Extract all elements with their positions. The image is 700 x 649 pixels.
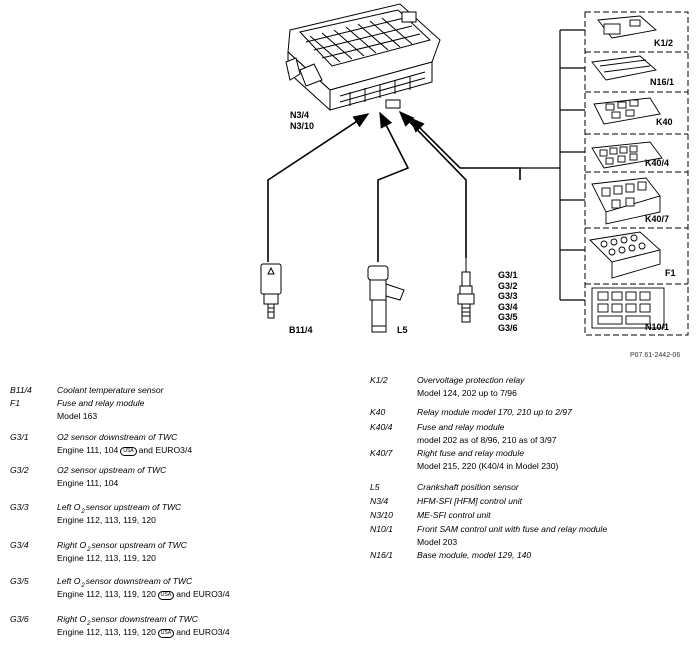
legend-code: N16/1	[370, 550, 393, 560]
legend-title: O2 sensor upstream of TWC	[57, 465, 167, 475]
legend-code: G3/4	[10, 540, 29, 550]
figure-reference: P07.61-2442-06	[630, 352, 681, 359]
legend-code: N10/1	[370, 524, 393, 534]
label-n16-1: N16/1	[650, 77, 675, 87]
legend-title: Coolant temperature sensor	[57, 385, 164, 395]
legend-title: Relay module model 170, 210 up to 2/97	[417, 407, 572, 417]
legend-code: B11/4	[10, 385, 32, 395]
legend-title: O2 sensor downstream of TWC	[57, 432, 178, 442]
ecu-module-drawing	[285, 3, 441, 112]
legend-sub: Model 215, 220 (K40/4 in Model 230)	[417, 461, 559, 471]
legend-code: G3/1	[10, 432, 29, 442]
legend-code: K1/2	[370, 375, 388, 385]
k40-module-drawing	[593, 97, 661, 125]
label-k1-2: K1/2	[654, 38, 674, 48]
legend-title: Base module, model 129, 140	[417, 550, 532, 560]
label-k40-7: K40/7	[645, 214, 670, 224]
legend-code: N3/4	[370, 496, 389, 506]
legend-title: Front SAM control unit with fuse and rel…	[417, 524, 608, 534]
legend-title: Left O2sensor downstream of TWC	[57, 576, 193, 589]
legend-sub: Engine 111, 104	[57, 478, 119, 488]
n16-1-module-drawing	[591, 55, 657, 81]
legend-sub: Model 163	[57, 411, 98, 421]
usa-badge: USA	[120, 447, 137, 456]
label-k40: K40	[656, 117, 673, 127]
legend-title: Crankshaft position sensor	[417, 482, 519, 492]
legend-code: K40	[370, 407, 386, 417]
legend-title: Fuse and relay module	[417, 422, 505, 432]
legend-title: HFM-SFI [HFM] control unit	[417, 496, 523, 506]
legend-sub: Engine 112, 113, 119, 120	[57, 515, 156, 525]
legend-title: Left O2sensor upstream of TWC	[57, 502, 182, 515]
label-n10-1: N10/1	[645, 322, 670, 332]
legend-code: G3/5	[10, 576, 29, 586]
module-bus	[520, 29, 585, 301]
n10-1-module-drawing	[591, 287, 665, 329]
legend-code: G3/3	[10, 502, 29, 512]
usa-badge: USA	[157, 591, 175, 600]
k40-4-module-drawing	[591, 141, 663, 169]
o2-sensor-drawing	[457, 258, 475, 323]
legend-title: Fuse and relay module	[57, 398, 145, 408]
k1-2-relay-drawing	[597, 15, 657, 39]
legend-code: G3/6	[10, 614, 29, 624]
k40-7-module-drawing	[591, 177, 661, 225]
label-ecu: N3/4 N3/10	[290, 110, 315, 131]
f1-module-drawing	[589, 231, 661, 279]
legend-sub: Model 124, 202 up to 7/96	[417, 388, 517, 398]
legend-code: K40/4	[370, 422, 393, 432]
signal-arrows	[267, 110, 521, 262]
usa-badge: USA	[157, 629, 175, 638]
legend-code: K40/7	[370, 448, 393, 458]
legend-title: Right O2sensor upstream of TWC	[57, 540, 187, 553]
legend-title: Overvoltage protection relay	[417, 375, 525, 385]
legend-title: Right fuse and relay module	[417, 448, 525, 458]
label-g3: G3/1 G3/2 G3/3 G3/4 G3/5 G3/6	[498, 270, 518, 333]
crankshaft-sensor-drawing	[367, 265, 405, 333]
legend-code: F1	[10, 398, 21, 408]
legend-title: Right O2sensor downstream of TWC	[57, 614, 198, 627]
legend-code: L5	[370, 482, 380, 492]
label-f1: F1	[665, 268, 676, 278]
legend-sub: model 202 as of 8/96, 210 as of 3/97	[417, 435, 557, 445]
coolant-sensor-drawing	[260, 263, 282, 319]
label-k40-4: K40/4	[645, 158, 670, 168]
label-b11-4: B11/4	[289, 325, 313, 335]
label-l5: L5	[397, 325, 408, 335]
legend-code: N3/10	[370, 510, 393, 520]
module-enclosure	[584, 11, 689, 336]
legend-sub: Engine 112, 113, 119, 120	[57, 553, 156, 563]
legend-sub: Model 203	[417, 537, 458, 547]
legend-code: G3/2	[10, 465, 29, 475]
legend-title: ME-SFI control unit	[417, 510, 491, 520]
module-sketches	[589, 15, 665, 329]
